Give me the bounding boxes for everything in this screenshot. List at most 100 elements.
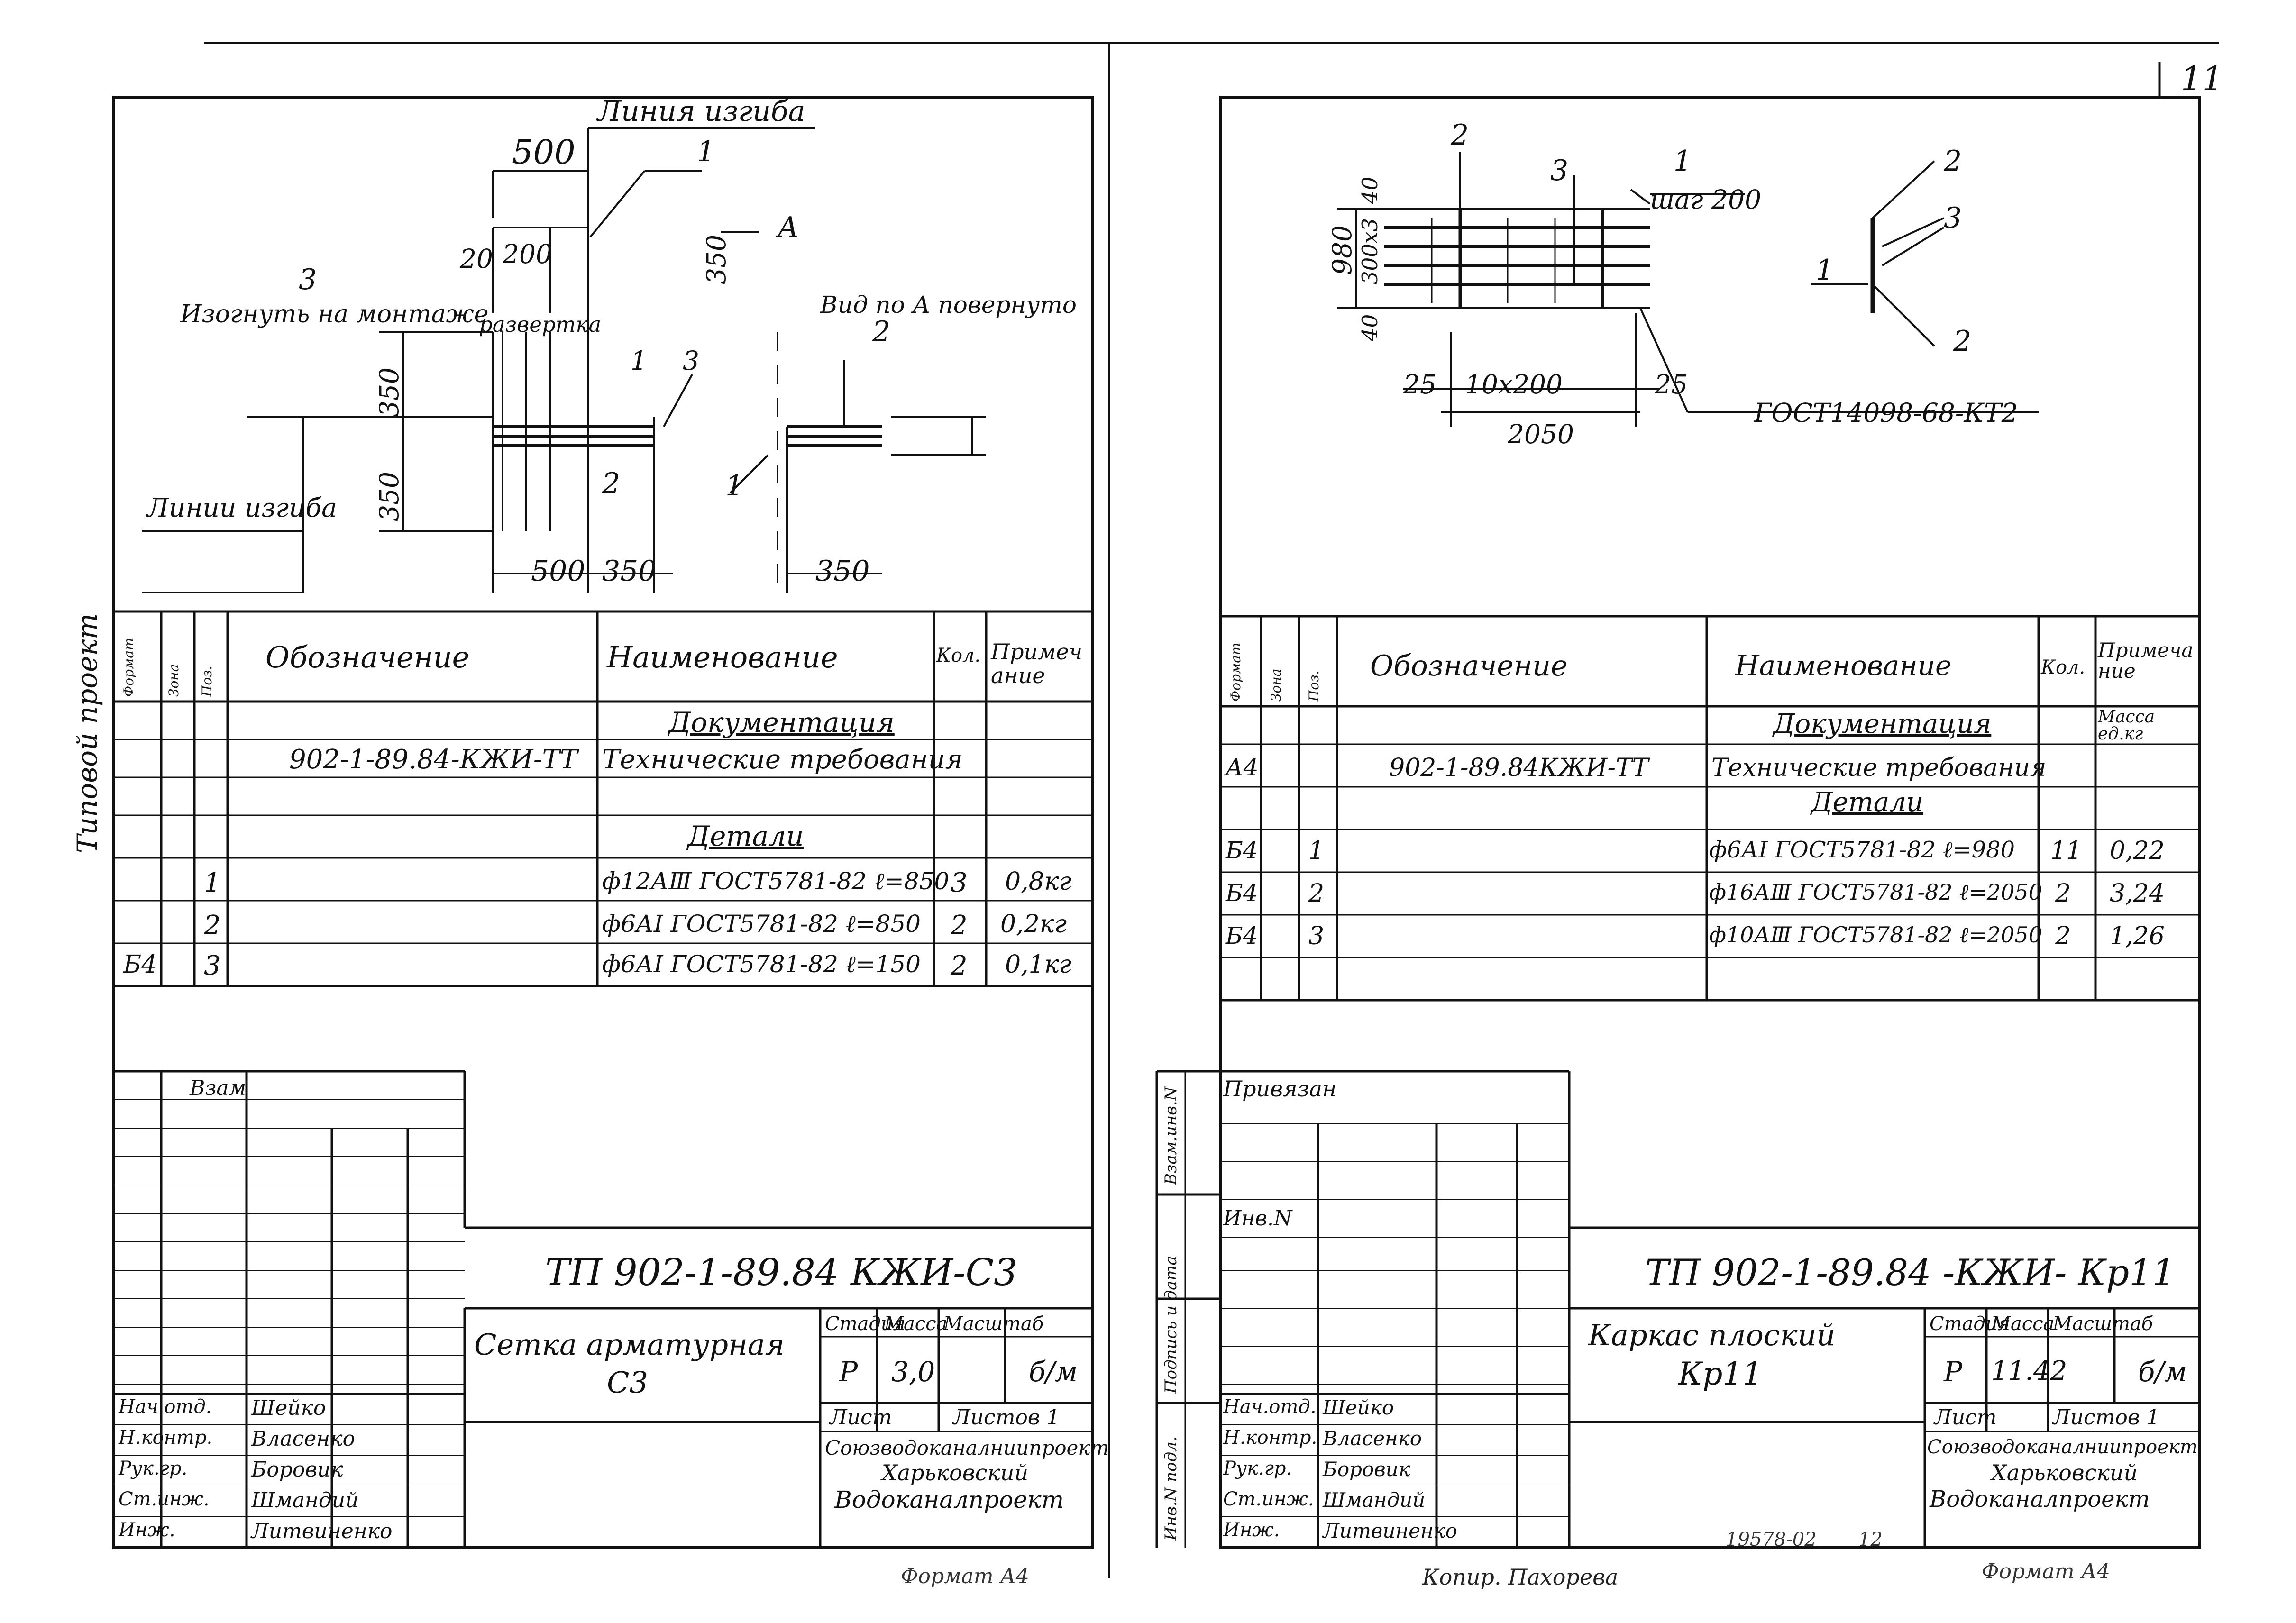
left-title-block-lines (114, 1070, 1093, 1548)
right-row-1-designation: 902-1-89.84КЖИ-ТТ (1389, 754, 1649, 782)
right-row-4-qty: 2 (2055, 879, 2071, 908)
right-spec-table-lines (1221, 615, 2200, 1002)
right-signer-3-role: Ст.инж. (1223, 1488, 1314, 1510)
left-sheet-label: Лист (830, 1405, 892, 1430)
left-spec-header-name: Наименование (607, 640, 838, 675)
dim-350-top-vert: 350 (701, 235, 732, 284)
right-row-1-format: А4 (1226, 754, 1259, 781)
left-row-4-name: ф12АⅢ ГОСТ5781-82 ℓ=850 (602, 867, 950, 895)
right-row-5-note: 1,26 (2110, 922, 2165, 950)
right-row-2-name: Детали (1811, 787, 1923, 818)
right-signer-2-role: Рук.гр. (1223, 1458, 1292, 1479)
right-row-5-format: Б4 (1226, 922, 1258, 949)
dim-500-top: 500 (512, 133, 576, 172)
r-pos-3-section: 3 (1944, 201, 1962, 235)
right-spec-header-note: Примечание (2098, 638, 2194, 683)
right-mass-label: Масса (1991, 1313, 2055, 1335)
left-spec-header-pos: Поз. (199, 666, 215, 697)
left-signer-1-name: Власенко (251, 1427, 356, 1451)
bend-lines-label: Линии изгиба (146, 492, 337, 523)
r-dim-25-right: 25 (1654, 369, 1688, 400)
left-row-6-name: ф6АⅠ ГОСТ5781-82 ℓ=150 (602, 950, 921, 978)
right-signer-4-name: Литвиненко (1323, 1519, 1457, 1542)
right-bound-label: Привязан (1223, 1076, 1337, 1102)
right-signer-2-name: Боровик (1323, 1458, 1410, 1481)
r-pos-1: 1 (1674, 145, 1692, 178)
left-sheets-label: Листов 1 (953, 1405, 1060, 1430)
left-side-text: Типовой проект (71, 613, 103, 853)
right-sheets-label: Листов 1 (2053, 1405, 2160, 1430)
left-row-6-note: 0,1кг (1005, 950, 1072, 979)
right-format-label: Формат А4 (1982, 1559, 2110, 1584)
left-row-5-name: ф6АⅠ ГОСТ5781-82 ℓ=850 (602, 910, 921, 938)
left-signer-2-name: Боровик (251, 1458, 343, 1482)
left-signer-1-role: Н.контр. (119, 1427, 213, 1449)
left-row-3-name: Детали (687, 820, 804, 852)
right-signer-0-role: Нач.отд. (1223, 1396, 1317, 1418)
right-title-line2: Кр11 (1678, 1356, 1763, 1392)
pos-1-view: 1 (725, 469, 743, 502)
right-title-line1: Каркас плоский (1588, 1318, 1836, 1352)
right-signer-4-role: Инж. (1223, 1519, 1280, 1541)
pos-3-mid: 3 (683, 346, 699, 376)
left-row-1-name: Технические требования (602, 744, 963, 775)
left-org-line3: Водоканалпроект (834, 1486, 1064, 1514)
right-scale-value: б/м (2138, 1356, 2187, 1388)
right-side-label-sign: Подпись и дата (1162, 1256, 1180, 1394)
dim-350-view: 350 (815, 555, 870, 588)
left-rebar-mesh-drawing (142, 127, 986, 593)
left-bound-label: Взам (190, 1076, 247, 1100)
left-row-5-qty: 2 (951, 910, 968, 941)
left-signer-2-role: Рук.гр. (119, 1458, 188, 1479)
arrow-a-label: А (776, 211, 799, 244)
r-pos-2: 2 (1450, 119, 1469, 152)
right-stage-label: Стадия (1930, 1313, 2010, 1335)
dim-350-vert2: 350 (374, 472, 404, 521)
right-signer-1-name: Власенко (1323, 1427, 1422, 1450)
unfolded-label: развертка (479, 312, 601, 337)
dim-20: 20 (459, 244, 493, 274)
r-gost-label: ГОСТ14098-68-КТ2 (1754, 398, 2018, 428)
left-format-label: Формат А4 (901, 1564, 1029, 1588)
r-dim-300x3: 300x3 (1357, 218, 1382, 284)
left-row-6-pos: 3 (204, 950, 221, 981)
right-stage-value: Р (1944, 1356, 1963, 1388)
left-row-4-qty: 3 (951, 867, 968, 898)
left-row-1-designation: 902-1-89.84-КЖИ-ТТ (289, 744, 578, 775)
pos-3-label: 3 (299, 263, 317, 296)
left-signer-4-role: Инж. (119, 1519, 175, 1541)
right-scale-label: Масштаб (2053, 1313, 2153, 1335)
right-row-5-qty: 2 (2055, 922, 2071, 950)
right-signer-1-role: Н.контр. (1223, 1427, 1317, 1449)
left-scale-label: Масштаб (943, 1313, 1044, 1335)
r-pos-2-section: 2 (1943, 145, 1962, 178)
r-pos-2-section-b: 2 (1953, 325, 1971, 358)
dim-200: 200 (502, 239, 552, 269)
left-signer-0-role: Нач.отд. (119, 1396, 212, 1418)
left-row-6-format: Б4 (123, 950, 157, 979)
left-signer-4-name: Литвиненко (251, 1519, 393, 1543)
right-row-3-note: 0,22 (2110, 837, 2165, 865)
r-step-label: шаг 200 (1650, 184, 1761, 215)
bottom-stamp-number: 19578-02 (1726, 1529, 1817, 1550)
sheet-number: 11 (2181, 59, 2223, 98)
pos-1-mid: 1 (631, 346, 647, 376)
right-spec-header-pos: Поз. (1306, 670, 1322, 702)
left-spec-header-note: Примечание (991, 639, 1083, 688)
dim-500-bottom: 500 (531, 555, 585, 588)
r-dim-980: 980 (1327, 225, 1357, 275)
right-row-4-note: 3,24 (2110, 879, 2165, 908)
left-spec-header-zone: Зона (166, 664, 182, 697)
left-signer-3-role: Ст.инж. (119, 1488, 210, 1510)
view-a-label: Вид по А повернуто (820, 291, 1077, 319)
r-dim-40-bottom: 40 (1357, 314, 1382, 342)
right-sheet-label: Лист (1934, 1405, 1997, 1430)
left-row-4-pos: 1 (204, 867, 221, 898)
left-org-line2: Харьковский (882, 1460, 1029, 1486)
left-signer-0-name: Шейко (251, 1396, 326, 1420)
right-row-3-name: ф6АⅠ ГОСТ5781-82 ℓ=980 (1709, 837, 2015, 863)
r-dim-40-top: 40 (1357, 177, 1382, 204)
right-row-4-pos: 2 (1308, 879, 1325, 908)
left-scale-value: б/м (1029, 1356, 1078, 1388)
left-row-5-pos: 2 (204, 910, 221, 941)
